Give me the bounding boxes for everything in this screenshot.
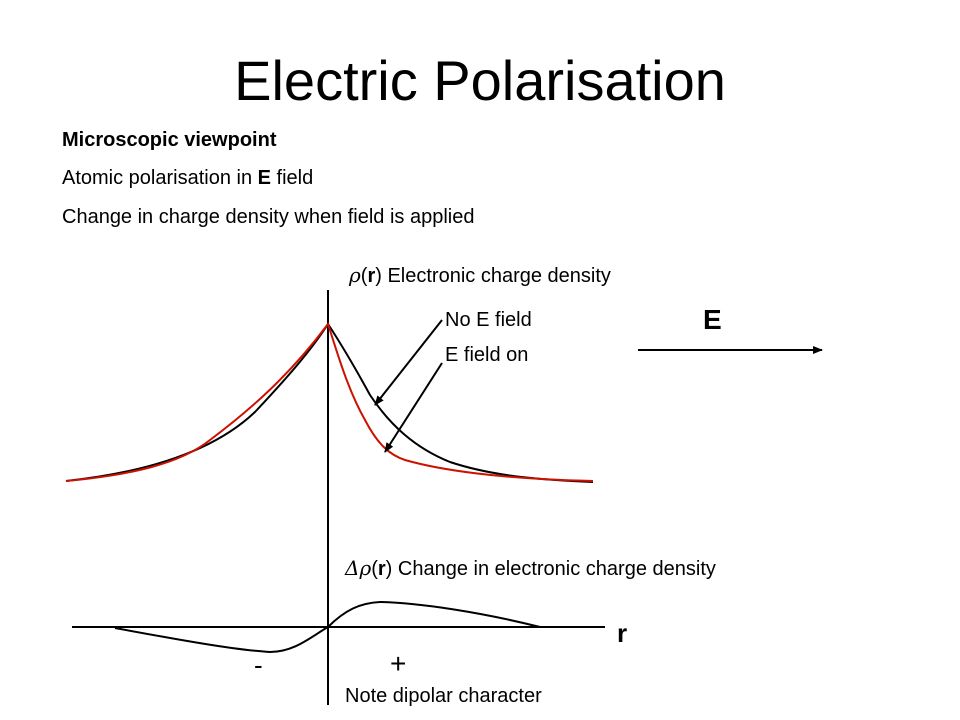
- page-title: Electric Polarisation: [234, 49, 726, 112]
- top-arg: r: [367, 265, 376, 287]
- top-plot-text: Electronic charge density: [381, 265, 611, 287]
- line2-prefix: Atomic polarisation in: [62, 167, 258, 189]
- line2-suffix: field: [271, 167, 314, 189]
- minus-sign: -: [254, 650, 263, 680]
- bottom-plot-label: Δρ(r) Change in electronic charge densit…: [345, 555, 716, 582]
- rho-symbol: ρ: [349, 263, 361, 287]
- r-axis-label: r: [617, 618, 628, 648]
- bottom-arg-open: (: [371, 558, 378, 580]
- bottom-arg: r: [377, 558, 386, 580]
- plus-sign: +: [390, 648, 407, 679]
- label-field-on: E field on: [445, 344, 529, 366]
- label-no-field: No E field: [445, 309, 532, 331]
- note-dipolar: Note dipolar character: [345, 685, 542, 707]
- curve-no-field: [65, 322, 594, 483]
- bottom-plot-text: Change in electronic charge density: [392, 558, 716, 580]
- bottom-arg-close: ): [385, 558, 393, 580]
- delta-rho-symbol: Δρ: [345, 556, 372, 580]
- line-charge-change: Change in charge density when field is a…: [62, 206, 475, 228]
- line-atomic-polarisation: Atomic polarisation in E field: [62, 165, 313, 191]
- line2-bold: E: [257, 167, 271, 189]
- curve-field-on: [65, 321, 594, 482]
- top-plot-label: ρ(r) Electronic charge density: [349, 262, 611, 289]
- curve-delta-rho: [114, 600, 541, 654]
- arrow-field-on: [384, 362, 443, 453]
- top-arg-close: ): [375, 265, 382, 287]
- arrow-no-field: [374, 319, 443, 406]
- top-arg-open: (: [360, 265, 368, 287]
- field-label: E: [703, 304, 722, 335]
- heading-microscopic: Microscopic viewpoint: [62, 129, 277, 151]
